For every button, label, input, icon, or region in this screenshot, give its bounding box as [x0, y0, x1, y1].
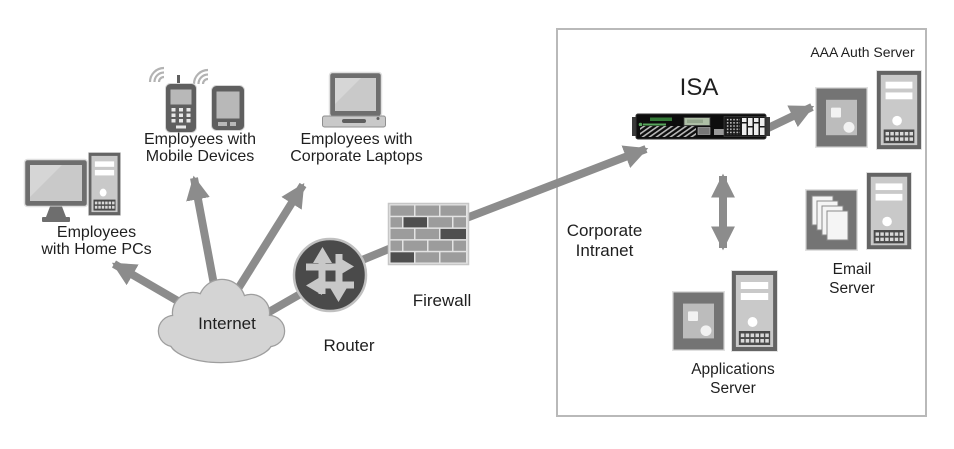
arrow-internet-to-corporate-laptops: [232, 182, 307, 295]
arrow-isa-to-aaa-server: [762, 103, 815, 134]
smartphone-icon: [211, 85, 245, 131]
laptop-icon: [322, 71, 386, 128]
internet-cloud-icon: [157, 278, 286, 364]
pc-tower-icon: [88, 152, 121, 216]
firewall-icon: [387, 202, 470, 266]
monitor-icon: [23, 158, 89, 222]
application-window-icon: [672, 291, 725, 351]
label-internet: Internet: [198, 314, 256, 333]
email-server-icon: [805, 172, 912, 251]
auth-badge-icon: [815, 87, 868, 148]
router-icon: [292, 237, 368, 313]
server-tower-icon: [866, 172, 912, 250]
corporate-intranet-box: [556, 28, 927, 417]
arrow-internet-to-home-pcs: [111, 260, 186, 308]
label-router: Router: [323, 336, 375, 355]
arrow-internet-to-mobile-devices: [186, 175, 219, 291]
label-home-pcs: Employees with Home PCs: [41, 224, 152, 258]
feature-phone-icon: [165, 75, 197, 133]
wifi-signal-icon: [148, 66, 209, 85]
label-firewall: Firewall: [412, 291, 472, 310]
server-tower-icon: [731, 270, 778, 352]
label-mobile-devices: Employees with Mobile Devices: [143, 131, 257, 165]
documents-stack-icon: [805, 189, 858, 251]
applications-server-icon: [672, 270, 778, 352]
label-aaa-auth-server: AAA Auth Server: [810, 44, 915, 60]
mobile-devices-icon: [148, 66, 245, 133]
isa-appliance-icon: [632, 113, 770, 140]
aaa-auth-server-icon: [815, 70, 922, 150]
label-isa: ISA: [679, 74, 719, 101]
home-pc-icon: [23, 152, 121, 222]
label-corporate-laptops: Employees with Corporate Laptops: [290, 131, 423, 165]
label-email-server: Email Server: [829, 261, 875, 297]
label-applications-server: Applications Server: [691, 361, 775, 397]
label-corporate-intranet: Corporate Intranet: [566, 221, 643, 260]
server-tower-icon: [876, 70, 922, 150]
